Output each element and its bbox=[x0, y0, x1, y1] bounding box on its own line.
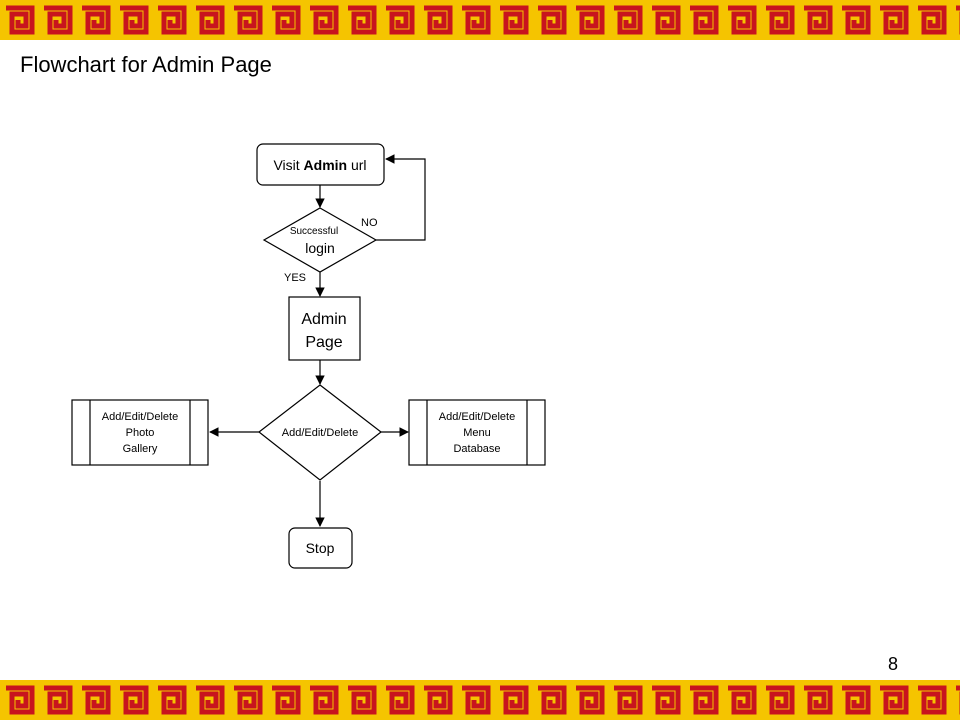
slide-title: Flowchart for Admin Page bbox=[20, 52, 272, 77]
menu-database-node: Add/Edit/Delete Menu Database bbox=[408, 399, 546, 466]
connectors bbox=[209, 154, 426, 527]
menu-database-line1: Add/Edit/Delete bbox=[439, 411, 515, 423]
page-number: 8 bbox=[888, 654, 899, 674]
start-node-prefix: Visit bbox=[273, 157, 303, 173]
menu-database-line3: Database bbox=[453, 443, 500, 455]
admin-page-node: Admin Page bbox=[288, 296, 361, 361]
start-node-bold: Admin bbox=[304, 157, 348, 173]
yes-branch-label: YES bbox=[284, 272, 306, 284]
start-node-suffix: url bbox=[347, 157, 366, 173]
greek-key-border-bottom bbox=[0, 680, 960, 720]
menu-database-line2: Menu bbox=[463, 427, 491, 439]
action-decision-label: Add/Edit/Delete bbox=[282, 427, 358, 439]
login-decision-line1: Successful bbox=[290, 226, 338, 237]
no-branch-label: NO bbox=[361, 217, 378, 229]
photo-gallery-line1: Add/Edit/Delete bbox=[102, 411, 178, 423]
photo-gallery-line2: Photo bbox=[126, 427, 155, 439]
svg-text:Visit Admin url: Visit Admin url bbox=[273, 157, 366, 173]
login-decision: Successful login bbox=[262, 207, 378, 273]
arrow-login-no-loop bbox=[376, 154, 426, 241]
photo-gallery-node: Add/Edit/Delete Photo Gallery bbox=[71, 399, 209, 466]
admin-page-line1: Admin bbox=[301, 311, 346, 328]
stop-node: Stop bbox=[288, 527, 353, 569]
admin-page-line2: Page bbox=[305, 334, 342, 351]
greek-key-border-top bbox=[0, 0, 960, 40]
stop-label: Stop bbox=[306, 540, 335, 556]
start-node: Visit Admin url bbox=[256, 143, 385, 186]
photo-gallery-line3: Gallery bbox=[123, 443, 158, 455]
login-decision-line2: login bbox=[305, 240, 335, 256]
action-decision: Add/Edit/Delete bbox=[258, 384, 382, 481]
